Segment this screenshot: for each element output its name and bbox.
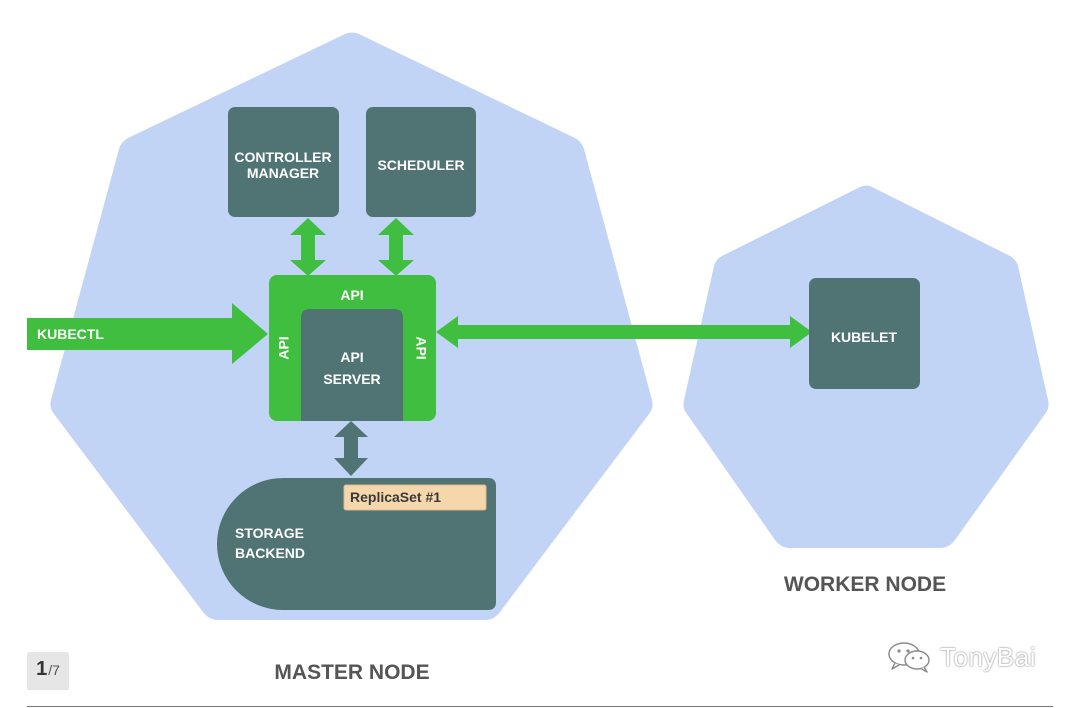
page-current: 1	[36, 658, 48, 680]
kubectl-label: KUBECTL	[37, 326, 104, 342]
api-server-label-line2: SERVER	[323, 371, 380, 387]
watermark: TonyBai	[886, 640, 1036, 674]
worker-node-label: WORKER NODE	[784, 573, 946, 596]
api-kubelet-arrow	[436, 316, 812, 348]
kubectl-arrow	[27, 303, 268, 364]
controller-manager-label-line2: MANAGER	[247, 165, 319, 181]
api-server-label-line1: API	[340, 349, 363, 365]
storage-backend-label-line1: STORAGE	[235, 525, 304, 541]
watermark-text: TonyBai	[940, 641, 1036, 672]
api-left-label: API	[276, 336, 292, 359]
scheduler-label: SCHEDULER	[377, 157, 464, 173]
api-server-box	[301, 309, 403, 421]
master-node-label: MASTER NODE	[274, 661, 429, 684]
kubelet-label: KUBELET	[831, 329, 898, 345]
page-indicator: 1 /7	[27, 652, 69, 690]
scheduler-box	[366, 107, 476, 217]
replicaset-tag	[343, 484, 487, 511]
scheduler-api-arrow	[378, 218, 414, 276]
wechat-icon	[888, 642, 930, 673]
api-top-label: API	[340, 287, 363, 303]
storage-backend-label-line2: BACKEND	[235, 545, 305, 561]
replicaset-label: ReplicaSet #1	[350, 489, 441, 505]
storage-backend-box	[217, 478, 496, 610]
bottom-divider	[27, 706, 1053, 707]
api-storage-arrow	[334, 421, 368, 476]
controller-manager-api-arrow	[290, 218, 326, 276]
api-right-label: API	[413, 336, 429, 359]
controller-manager-box	[228, 107, 339, 217]
page-total: /7	[48, 662, 60, 678]
controller-manager-label-line1: CONTROLLER	[234, 149, 331, 165]
kubelet-box	[809, 278, 920, 389]
